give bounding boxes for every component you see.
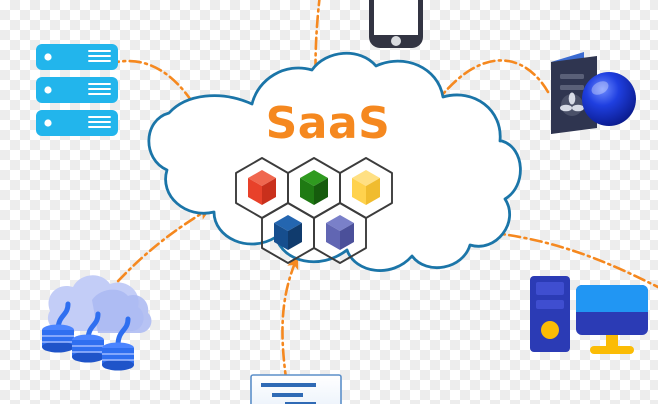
cube-cluster — [248, 170, 380, 250]
pc-sphere — [582, 72, 636, 126]
cloud-shape — [147, 51, 522, 272]
hex-grid — [235, 157, 393, 264]
server-unit — [36, 77, 118, 103]
database-cylinder — [72, 334, 104, 363]
cloud-database[interactable] — [42, 275, 152, 371]
server-stack[interactable] — [36, 44, 118, 136]
cube-purple — [326, 215, 354, 250]
server-unit — [36, 110, 118, 136]
pc-tower-sphere[interactable] — [551, 52, 636, 134]
cube-red — [248, 170, 276, 205]
document-window[interactable] — [250, 374, 342, 404]
server-unit — [36, 44, 118, 70]
connector-pc-to-cloud — [406, 59, 550, 151]
saas-cloud[interactable] — [147, 51, 522, 272]
desktop-tower — [530, 276, 570, 352]
cube-green — [300, 170, 328, 205]
desktop-monitor — [576, 285, 648, 354]
database-cylinder — [42, 324, 74, 353]
database-cylinder — [102, 342, 134, 371]
connector-database-to-cloud — [72, 207, 212, 332]
desktop-workstation[interactable] — [530, 276, 648, 354]
cube-yellow — [352, 170, 380, 205]
cube-blue — [274, 215, 302, 250]
smartphone[interactable] — [369, 0, 423, 48]
